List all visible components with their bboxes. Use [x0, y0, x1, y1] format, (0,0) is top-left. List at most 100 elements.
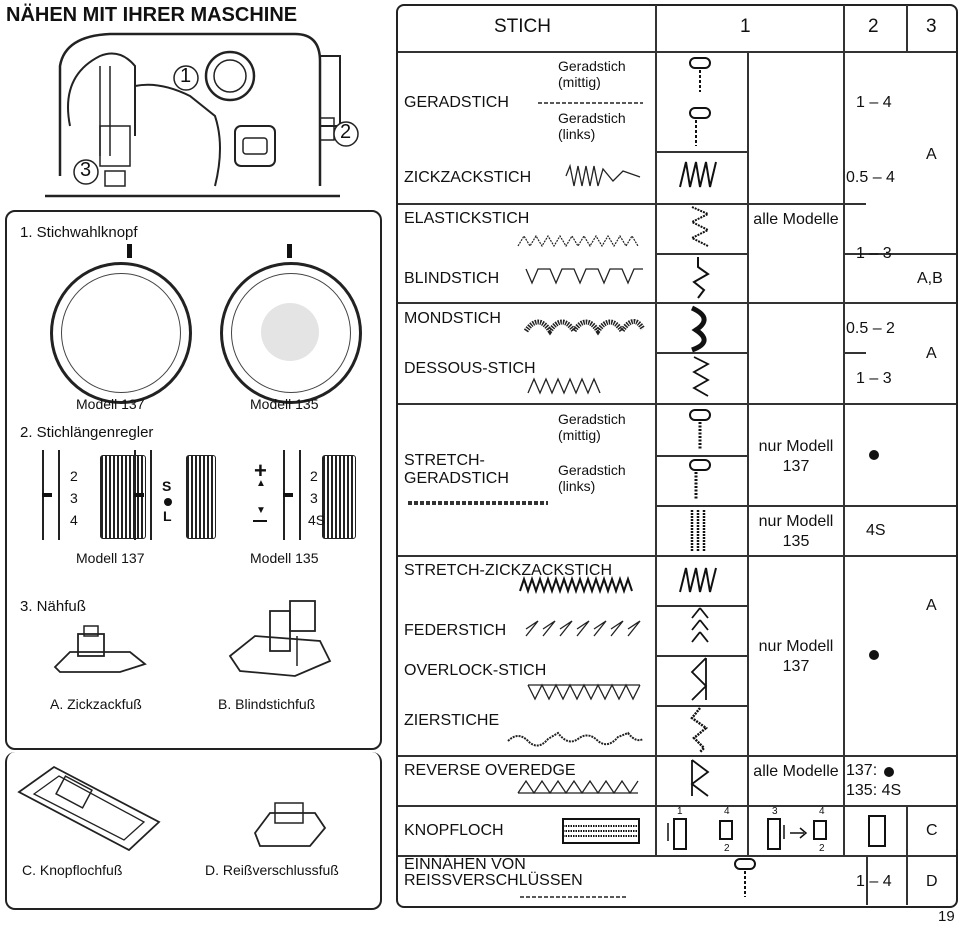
col2-r3: 1 – 3	[856, 245, 892, 262]
controls-panel	[5, 210, 382, 750]
row-geradstich-links: Geradstich (links)	[558, 110, 626, 142]
row-stretch-gerad-2: GERADSTICH	[404, 470, 509, 487]
col3-a1: A	[926, 146, 937, 163]
col2-r6: 4S	[866, 522, 886, 539]
header-col-2: 2	[868, 16, 879, 37]
row-geradstich: GERADSTICH	[404, 94, 509, 111]
row-dessous: DESSOUS-STICH	[404, 360, 536, 377]
zipper-stitch-icon	[734, 858, 756, 897]
length-a-4: 4	[70, 512, 78, 528]
col2-r1: 1 – 4	[856, 94, 892, 111]
row-blind: BLINDSTICH	[404, 270, 500, 287]
blindstitch-foot-illustration	[228, 600, 332, 677]
row-stretch-mittig: Geradstich (mittig)	[558, 411, 626, 443]
dial-pointer-137	[127, 244, 132, 258]
feet-panel	[5, 752, 382, 910]
length-b-l: L	[163, 508, 172, 524]
buttonhole-result-icon	[868, 815, 886, 847]
foot-a-label: A. Zickzackfuß	[50, 696, 142, 712]
triangle-up-icon: ▲	[256, 478, 266, 489]
length-knob-137a	[100, 455, 146, 539]
page-title: NÄHEN MIT IHRER MASCHINE	[6, 4, 298, 26]
col2-dot-3	[884, 767, 894, 777]
length-c-4s: 4S	[308, 512, 326, 528]
length-knob-137b	[186, 455, 216, 539]
bh-step-1: 1	[677, 806, 683, 817]
bh-step-2b: 2	[819, 843, 825, 854]
callout-2	[333, 121, 359, 147]
row-mond: MONDSTICH	[404, 310, 501, 327]
row-zickzack: ZICKZACKSTICH	[404, 169, 532, 186]
col1-nur-137-b: nur Modell 137	[758, 638, 834, 675]
col1-alle-modelle-b: alle Modelle	[753, 763, 839, 780]
row-stretch-zz: STRETCH-ZICKZACKSTICH	[404, 562, 612, 579]
dial-pointer-135	[287, 244, 292, 258]
section-stitch-length: 2. Stichlängenregler	[20, 424, 154, 441]
buttonhole-foot-illustration	[17, 765, 161, 852]
callout-1	[173, 65, 199, 91]
row-stretch-links: Geradstich (links)	[558, 462, 626, 494]
callout-2-label: 2	[340, 121, 352, 143]
row-einnaehen-1: EINNÄHEN VON	[404, 856, 526, 873]
length-c-3: 3	[310, 490, 318, 506]
row-feder: FEDERSTICH	[404, 622, 507, 639]
plus-icon: +	[254, 458, 267, 483]
stitch-icons-column	[679, 57, 717, 797]
bh-step-3: 3	[772, 806, 778, 817]
length-knob-135	[322, 455, 356, 539]
col1-alle-modelle: alle Modelle	[753, 211, 839, 228]
model-135-label-2: Modell 135	[250, 550, 319, 566]
row-reverse: REVERSE OVEREDGE	[404, 762, 576, 779]
bh-step-4b: 4	[819, 806, 825, 817]
col2-dot-2	[869, 650, 879, 660]
col3-ab: A,B	[917, 270, 943, 287]
length-b-dot	[164, 498, 172, 506]
row-geradstich-mittig: Geradstich (mittig)	[558, 58, 626, 90]
col2-r4: 0.5 – 2	[846, 320, 895, 337]
triangle-down-icon: ▼	[256, 505, 266, 516]
length-b-s: S	[162, 478, 172, 494]
header-stich: STICH	[494, 16, 551, 37]
row-elastic: ELASTICKSTICH	[404, 210, 530, 227]
col2-dot-1	[869, 450, 879, 460]
section-stitch-selector: 1. Stichwahlknopf	[20, 224, 138, 241]
length-a-3: 3	[70, 490, 78, 506]
col3-a3: A	[926, 597, 937, 614]
foot-d-label: D. Reißverschlussfuß	[205, 862, 339, 878]
foot-c-label: C. Knopflochfuß	[22, 862, 123, 878]
col3-a2: A	[926, 345, 937, 362]
stitch-samples	[408, 102, 646, 898]
col2-r2: 0.5 – 4	[846, 169, 895, 186]
row-einnaehen-2: REISSVERSCHLÜSSEN	[404, 872, 583, 889]
section-presser-foot: 3. Nähfuß	[20, 598, 86, 615]
stitch-dial-137	[50, 262, 192, 404]
minus-icon	[253, 520, 267, 522]
row-knopfloch: KNOPFLOCH	[404, 822, 504, 839]
stitch-dial-135	[220, 262, 362, 404]
zigzag-foot-illustration	[53, 625, 147, 673]
length-a-2: 2	[70, 468, 78, 484]
col3-c: C	[926, 822, 938, 839]
model-135-label-1: Modell 135	[250, 396, 319, 412]
header-col-3: 3	[926, 16, 937, 37]
length-c-2: 2	[310, 468, 318, 484]
bh-step-2a: 2	[724, 843, 730, 854]
model-137-label-1: Modell 137	[76, 396, 145, 412]
bh-step-4a: 4	[724, 806, 730, 817]
callout-3	[73, 159, 99, 185]
col2-r7b: 135: 4S	[846, 782, 902, 799]
page-number: 19	[938, 908, 955, 925]
sewing-machine-illustration	[45, 32, 341, 198]
row-overlock: OVERLOCK-STICH	[404, 662, 547, 679]
zipper-foot-illustration	[253, 802, 327, 847]
buttonhole-steps-diagram	[667, 818, 827, 850]
row-zier: ZIERSTICHE	[404, 712, 500, 729]
stitch-table	[396, 4, 958, 908]
row-stretch-gerad-1: STRETCH-	[404, 452, 485, 469]
model-137-label-2: Modell 137	[76, 550, 145, 566]
col2-r7a: 137:	[846, 762, 878, 779]
col1-nur-135: nur Modell 135	[758, 513, 834, 550]
col3-d: D	[926, 873, 938, 890]
foot-b-label: B. Blindstichfuß	[218, 696, 316, 712]
col1-nur-137: nur Modell 137	[758, 438, 834, 475]
